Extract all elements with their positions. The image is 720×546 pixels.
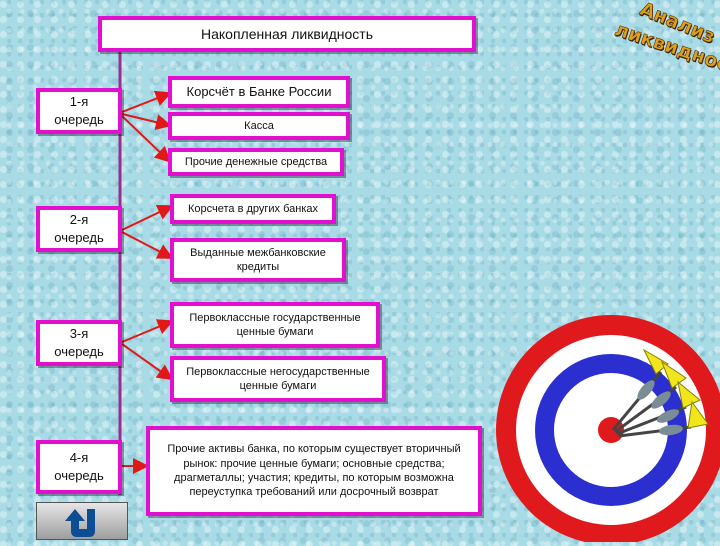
- item-other-cash: Прочие денежные средства: [168, 148, 344, 176]
- queue-3: 3-я очередь: [36, 320, 122, 366]
- return-arrow-icon: [65, 509, 95, 537]
- item-other-assets: Прочие активы банка, по которым существу…: [146, 426, 482, 516]
- arrow-q2-item5: [121, 231, 174, 259]
- item-corr-accounts-other-banks: Корсчета в других банках: [170, 194, 336, 224]
- arrow-q1-item2: [121, 113, 172, 130]
- page-title: Накопленная ликвидность: [98, 16, 476, 52]
- item-corr-account-cbr: Корсчёт в Банке России: [168, 76, 350, 108]
- item-interbank-loans: Выданные межбанковские кредиты: [170, 238, 346, 282]
- queue-2: 2-я очередь: [36, 206, 122, 252]
- queue-1: 1-я очередь: [36, 88, 122, 134]
- arrow-q1-item3: [121, 115, 171, 163]
- arrow-q3-item6: [121, 319, 174, 343]
- arrow-q1-item1: [121, 90, 172, 113]
- arrow-q2-item4: [121, 204, 174, 231]
- item-gov-securities: Первоклассные государственные ценные бум…: [170, 302, 380, 348]
- item-nongov-securities: Первоклассные негосударственные ценные б…: [170, 356, 386, 402]
- arrow-q3-item7: [121, 343, 174, 381]
- back-button[interactable]: [36, 502, 128, 540]
- item-cash: Касса: [168, 112, 350, 140]
- dartboard-icon: [496, 315, 720, 542]
- queue-4: 4-я очередь: [36, 440, 122, 494]
